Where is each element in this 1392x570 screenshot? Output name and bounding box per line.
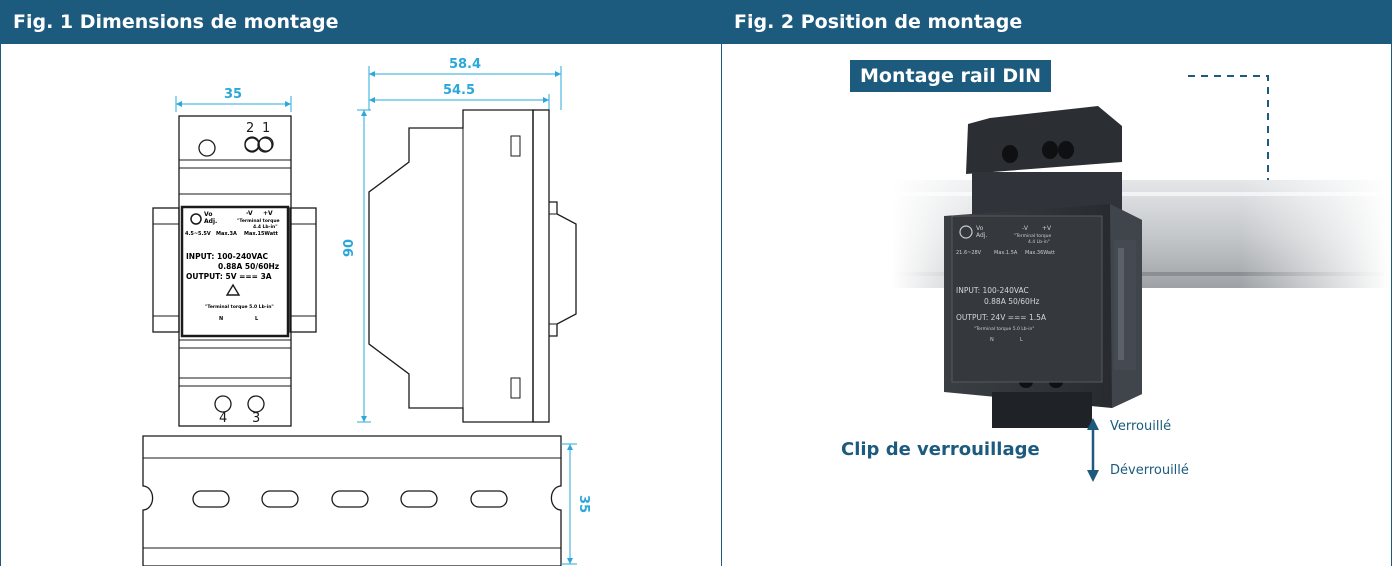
lbl-torque-top-val: 4.4 Lb-in": [253, 224, 278, 230]
fig2-body: Montage rail DIN: [722, 44, 1391, 566]
dim-width-label: 35: [224, 87, 242, 102]
photo-lbl-vo: Vo: [976, 225, 984, 232]
power-supply-device: Vo Adj. -V +V "Terminal torque 4.4 Lb-in…: [944, 106, 1142, 428]
dim-rail-label: 35: [576, 495, 591, 513]
photo-lbl-torque-bottom: "Terminal torque 5.0 Lb-in": [974, 326, 1034, 332]
lbl-max-a: Max.3A: [216, 231, 237, 237]
panel-mounting-dimensions: Fig. 1 Dimensions de montage 35: [0, 0, 722, 567]
lbl-vo: Vo: [204, 211, 212, 218]
din-rail-mount-label: Montage rail DIN: [850, 60, 1052, 92]
fig1-header: Fig. 1 Dimensions de montage: [1, 0, 721, 44]
photo-lbl-input: INPUT: 100-240VAC: [956, 286, 1029, 295]
lbl-range: 4.5~5.5V: [185, 231, 211, 237]
photo-lbl-range: 21.6~28V: [956, 250, 982, 256]
photo-lbl-adj: Adj.: [976, 232, 987, 239]
photo-lbl-torque-top: "Terminal torque: [1014, 233, 1052, 239]
lbl-torque-top: "Terminal torque: [237, 218, 280, 224]
photo-lbl-max-w: Max.36Watt: [1025, 250, 1055, 256]
lbl-minus-v: -V: [246, 210, 253, 217]
terminal-2-label: 2: [246, 121, 254, 136]
dimension-drawing: 35: [142, 57, 591, 567]
lbl-adj: Adj.: [204, 218, 217, 225]
lbl-plus-v: +V: [263, 210, 273, 217]
lbl-l: L: [255, 316, 259, 322]
photo-lbl-n: N: [990, 337, 994, 343]
dim-width-35: 35: [175, 87, 292, 112]
lbl-input-current: 0.88A 50/60Hz: [218, 262, 279, 271]
dim-depth-total-label: 58.4: [449, 57, 481, 72]
side-view: [368, 109, 577, 423]
photo-lbl-input-current: 0.88A 50/60Hz: [984, 297, 1039, 306]
photo-lbl-torque-top-val: 4.4 Lb-in": [1028, 239, 1050, 245]
fig1-body: 35: [1, 44, 721, 567]
photo-lbl-minus-v: -V: [1022, 225, 1029, 232]
locking-clip-indicator: Clip de verrouillage Verrouillé Déverrou…: [841, 418, 1189, 482]
din-rail-drawing: 35: [142, 435, 591, 567]
terminal-4-label: 4: [219, 411, 227, 426]
photo-lbl-plus-v: +V: [1042, 225, 1052, 232]
front-view: 2 1 4 3 Vo Adj. -V +V "Terminal torque 4…: [152, 115, 317, 427]
photo-lbl-l: L: [1020, 337, 1023, 343]
clip-label: Clip de verrouillage: [841, 439, 1040, 460]
lbl-torque-bottom: "Terminal torque 5.0 Lb-in": [205, 304, 274, 310]
mounting-illustration: Vo Adj. -V +V "Terminal torque 4.4 Lb-in…: [841, 75, 1390, 482]
photo-lbl-max-a: Max.1.5A: [994, 250, 1018, 256]
terminal-1-label: 1: [262, 121, 270, 136]
terminal-3-label: 3: [252, 411, 260, 426]
lbl-max-w: Max.15Watt: [244, 231, 279, 237]
dim-depth-body-label: 54.5: [443, 83, 475, 98]
photo-lbl-output: OUTPUT: 24V === 1.5A: [956, 313, 1047, 322]
lbl-n: N: [219, 316, 223, 322]
dim-height-90: 90: [342, 109, 371, 423]
unlocked-label: Déverrouillé: [1110, 463, 1189, 478]
lbl-input: INPUT: 100-240VAC: [186, 252, 268, 261]
lbl-output: OUTPUT: 5V === 3A: [186, 272, 272, 281]
panel-mounting-position: Fig. 2 Position de montage Montage rail …: [721, 0, 1392, 566]
dim-height-label: 90: [342, 239, 357, 257]
dim-depth: 58.4 54.5: [368, 57, 562, 110]
fig2-header: Fig. 2 Position de montage: [722, 0, 1391, 44]
locked-label: Verrouillé: [1110, 419, 1171, 434]
